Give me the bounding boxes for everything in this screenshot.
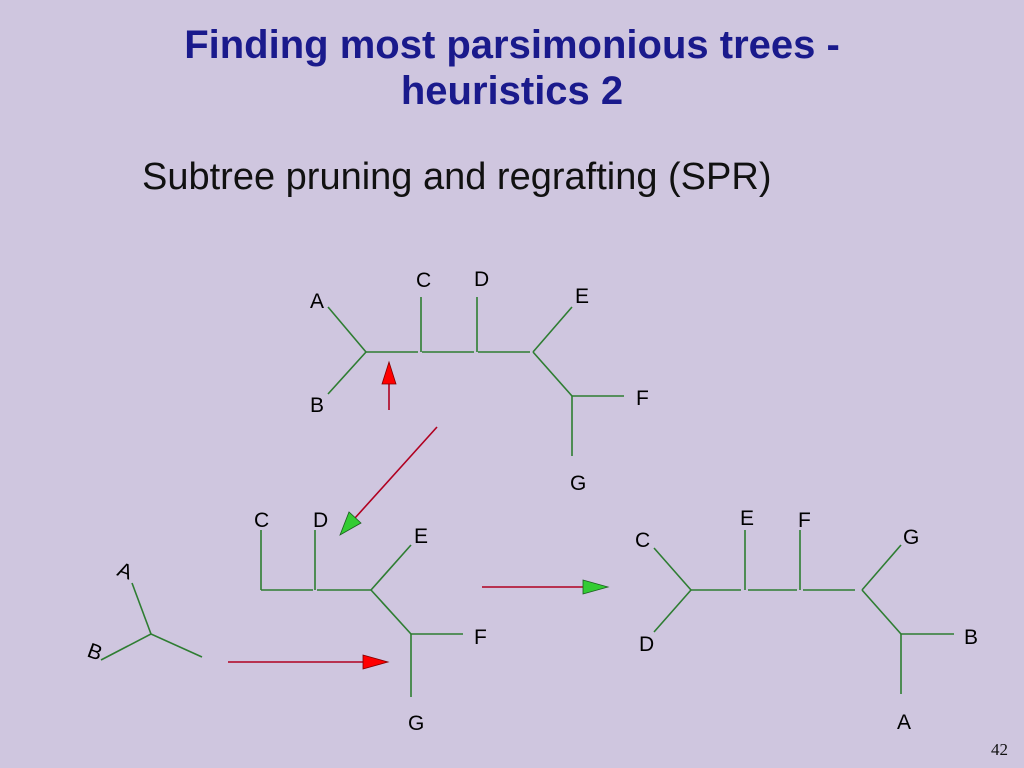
pruned-subtree: A B (84, 558, 203, 665)
title-line-1: Finding most parsimonious trees - (184, 23, 840, 67)
regrafted-tree: C D E F G B A (635, 507, 978, 734)
new-label-d: D (639, 633, 654, 656)
label-b: B (310, 394, 324, 417)
rem-label-e: E (414, 525, 428, 548)
pruned-label-a: A (114, 558, 135, 584)
label-a: A (310, 290, 324, 313)
rem-label-d: D (313, 509, 328, 532)
pruned-stem (150, 633, 203, 658)
regraft-target-arrow (339, 426, 438, 536)
slide-title: Finding most parsimonious trees - heuris… (0, 22, 1024, 114)
rem-label-g: G (408, 712, 424, 735)
prune-to-remaining-arrow (228, 654, 390, 670)
rem-label-f: F (474, 626, 487, 649)
remaining-tree: C D E F G (254, 509, 487, 735)
new-internal-4 (861, 589, 902, 635)
new-label-g: G (903, 526, 919, 549)
slide-subtitle: Subtree pruning and regrafting (SPR) (142, 156, 772, 198)
label-e: E (575, 285, 589, 308)
new-label-a: A (897, 711, 911, 734)
new-label-b: B (964, 626, 978, 649)
pruned-label-b: B (84, 639, 105, 665)
rem-label-c: C (254, 509, 269, 532)
label-f: F (636, 387, 649, 410)
prune-point-arrow (381, 360, 397, 410)
to-regrafted-tree-arrow (482, 579, 610, 595)
new-branch-d (653, 589, 692, 633)
new-label-e: E (740, 507, 754, 530)
pruned-branch-b (100, 633, 152, 661)
original-tree: A B C D E F G (310, 268, 649, 495)
label-d: D (474, 268, 489, 291)
new-label-c: C (635, 529, 650, 552)
branch-e (532, 306, 573, 353)
label-c: C (416, 269, 431, 292)
title-line-2: heuristics 2 (400, 69, 624, 113)
page-number: 42 (991, 740, 1008, 759)
branch-a (327, 306, 367, 353)
label-g: G (570, 472, 586, 495)
branch-b (327, 351, 367, 395)
new-label-f: F (798, 509, 811, 532)
rem-branch-e (370, 544, 412, 591)
pruned-branch-a (131, 582, 152, 635)
new-branch-c (653, 547, 692, 591)
new-branch-g (861, 544, 902, 591)
rem-internal-3 (370, 589, 412, 635)
internal-branch-4 (532, 351, 573, 397)
